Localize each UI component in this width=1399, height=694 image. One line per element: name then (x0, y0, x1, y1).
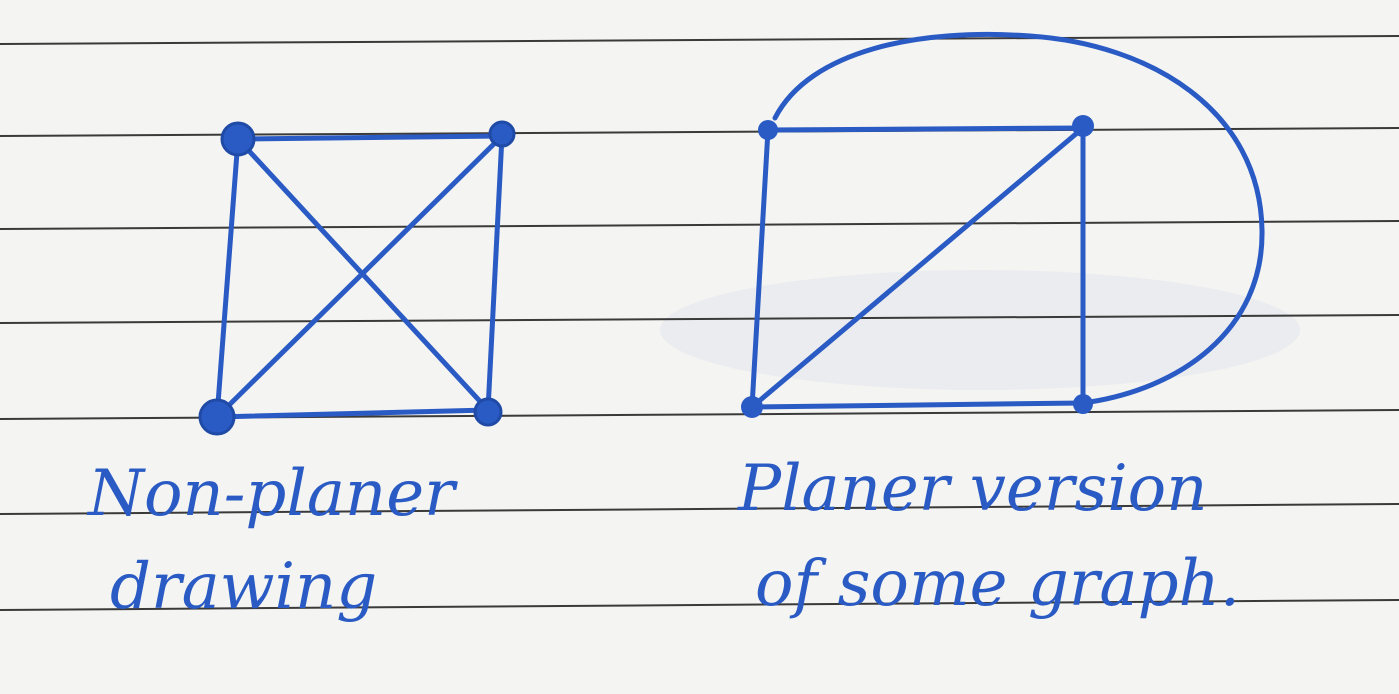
vertex-bottom-right (473, 397, 503, 427)
edge-diagonal-up (214, 133, 505, 420)
vertex-bottom-left (741, 396, 763, 418)
planar-vertices (741, 115, 1094, 418)
edge-bottom (749, 400, 1086, 410)
edge-outer-arc (772, 31, 1265, 406)
right-caption-line1: Planer version (737, 452, 1207, 526)
vertex-top-right (1072, 115, 1094, 137)
ruled-line (0, 503, 1399, 515)
vertex-top-left (220, 121, 256, 157)
edge-left (749, 127, 771, 410)
ruled-line (0, 35, 1399, 45)
edge-top (765, 125, 1086, 133)
edge-bottom (214, 407, 491, 420)
non-planar-vertices (198, 120, 516, 436)
left-caption-line1: Non-planer (86, 457, 458, 531)
ruled-line (0, 314, 1399, 324)
right-caption-line2: of some graph. (755, 547, 1240, 621)
vertex-top-left (758, 120, 778, 140)
edge-diagonal (749, 125, 1086, 410)
edge-top (235, 133, 505, 142)
paper-shading (660, 270, 1300, 390)
non-planar-graph (214, 133, 505, 420)
vertex-top-right (488, 120, 516, 148)
vertex-bottom-left (198, 398, 236, 436)
ruled-line (0, 599, 1399, 611)
edge-left (214, 136, 241, 420)
edge-right (485, 133, 505, 413)
planar-graph (749, 31, 1265, 410)
vertex-bottom-right (1073, 394, 1093, 414)
left-caption-line2: drawing (110, 550, 377, 624)
